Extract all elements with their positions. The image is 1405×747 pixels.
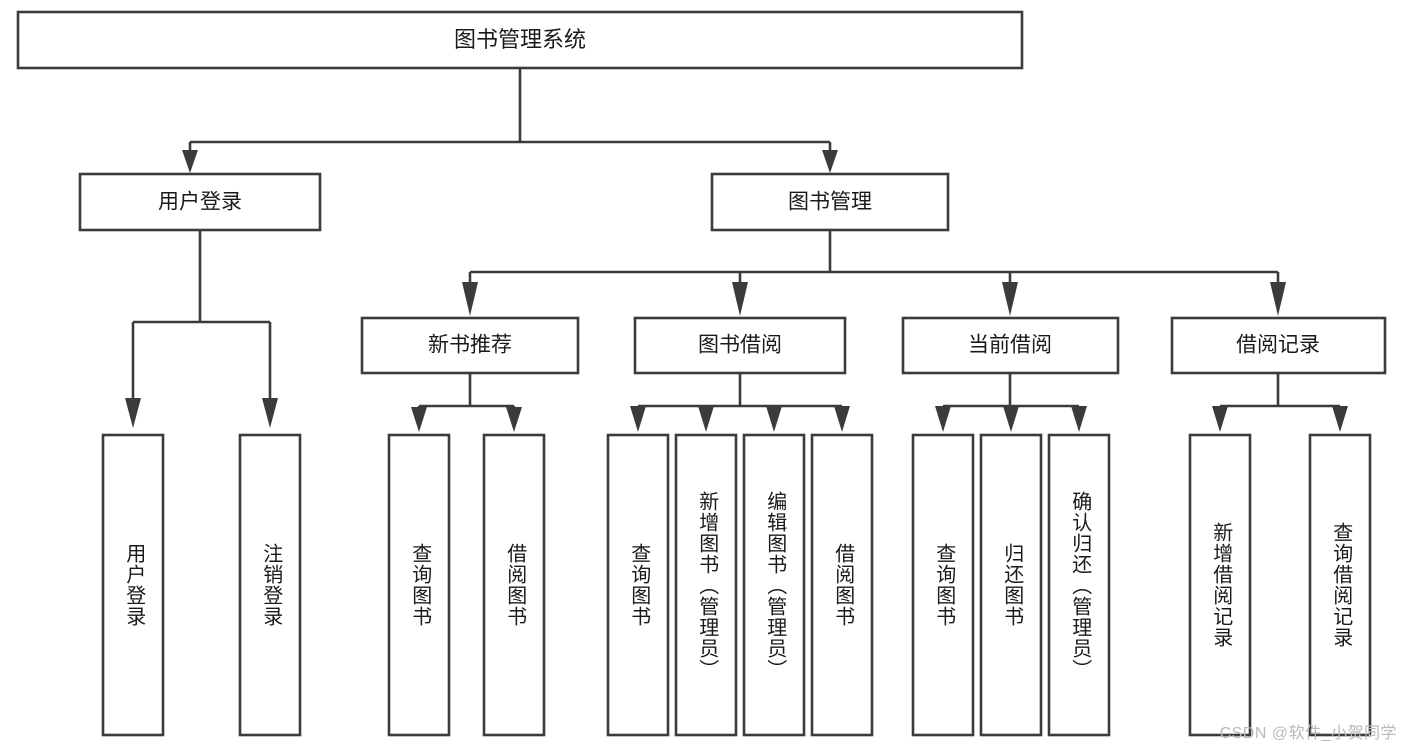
node-root-label: 图书管理系统 <box>454 27 586 52</box>
arrowhead-user-login <box>182 150 198 173</box>
node-leaf-query-book-1-box[interactable] <box>387 433 451 737</box>
arrowhead-current-borrow <box>1002 282 1018 316</box>
arrowhead-leaf-query-book-1 <box>411 407 427 432</box>
node-leaf-query-borrow-record-box[interactable] <box>1308 433 1372 737</box>
node-leaf-borrow-book-1-box[interactable] <box>482 433 546 737</box>
node-leaf-user-login-box[interactable] <box>101 433 165 737</box>
node-new-book-recommend-box[interactable] <box>360 316 580 375</box>
node-book-borrow-label: 图书借阅 <box>698 334 782 357</box>
node-leaf-logout-box[interactable] <box>238 433 302 737</box>
arrowhead-leaf-borrow-book-2 <box>834 406 850 432</box>
arrowhead-leaf-query-borrow-record <box>1332 406 1348 432</box>
node-book-management-label: 图书管理 <box>788 191 872 214</box>
node-book-management-box[interactable] <box>710 172 950 232</box>
arrowhead-leaf-user-login <box>125 398 141 428</box>
arrowhead-leaf-borrow-book-1 <box>506 407 522 432</box>
node-leaf-add-book-admin-box[interactable] <box>674 433 738 737</box>
node-leaf-add-borrow-record-box[interactable] <box>1188 433 1252 737</box>
arrowhead-leaf-logout <box>262 398 278 428</box>
arrowhead-leaf-add-book-admin <box>698 406 714 432</box>
node-borrow-record-label: 借阅记录 <box>1236 334 1320 357</box>
node-book-borrow-box[interactable] <box>633 316 847 375</box>
arrowhead-leaf-confirm-return-admin <box>1071 406 1087 432</box>
node-leaf-return-book-box[interactable] <box>979 433 1043 737</box>
node-leaf-edit-book-admin-box[interactable] <box>742 433 806 737</box>
arrowhead-book-borrow <box>732 282 748 316</box>
node-current-borrow-label: 当前借阅 <box>968 334 1052 357</box>
node-leaf-query-book-2-box[interactable] <box>606 433 670 737</box>
node-leaf-borrow-book-2-box[interactable] <box>810 433 874 737</box>
watermark-text: CSDN @软件_小贺同学 <box>1219 725 1397 742</box>
node-user-login-label: 用户登录 <box>158 191 242 214</box>
arrowhead-book-management <box>822 150 838 173</box>
node-leaf-query-book-3-box[interactable] <box>911 433 975 737</box>
node-borrow-record-box[interactable] <box>1170 316 1387 375</box>
arrowhead-leaf-return-book <box>1003 406 1019 432</box>
arrowhead-new-book-recommend <box>462 282 478 316</box>
node-new-book-recommend-label: 新书推荐 <box>428 334 512 357</box>
arrowhead-leaf-query-book-3 <box>935 406 951 432</box>
node-leaf-confirm-return-admin-box[interactable] <box>1047 433 1111 737</box>
node-root-box[interactable] <box>16 10 1024 70</box>
node-current-borrow-box[interactable] <box>901 316 1120 375</box>
arrowhead-leaf-query-book-2 <box>630 406 646 432</box>
arrowhead-leaf-edit-book-admin <box>766 406 782 432</box>
arrowhead-borrow-record <box>1270 282 1286 316</box>
arrowhead-leaf-add-borrow-record <box>1212 406 1228 432</box>
